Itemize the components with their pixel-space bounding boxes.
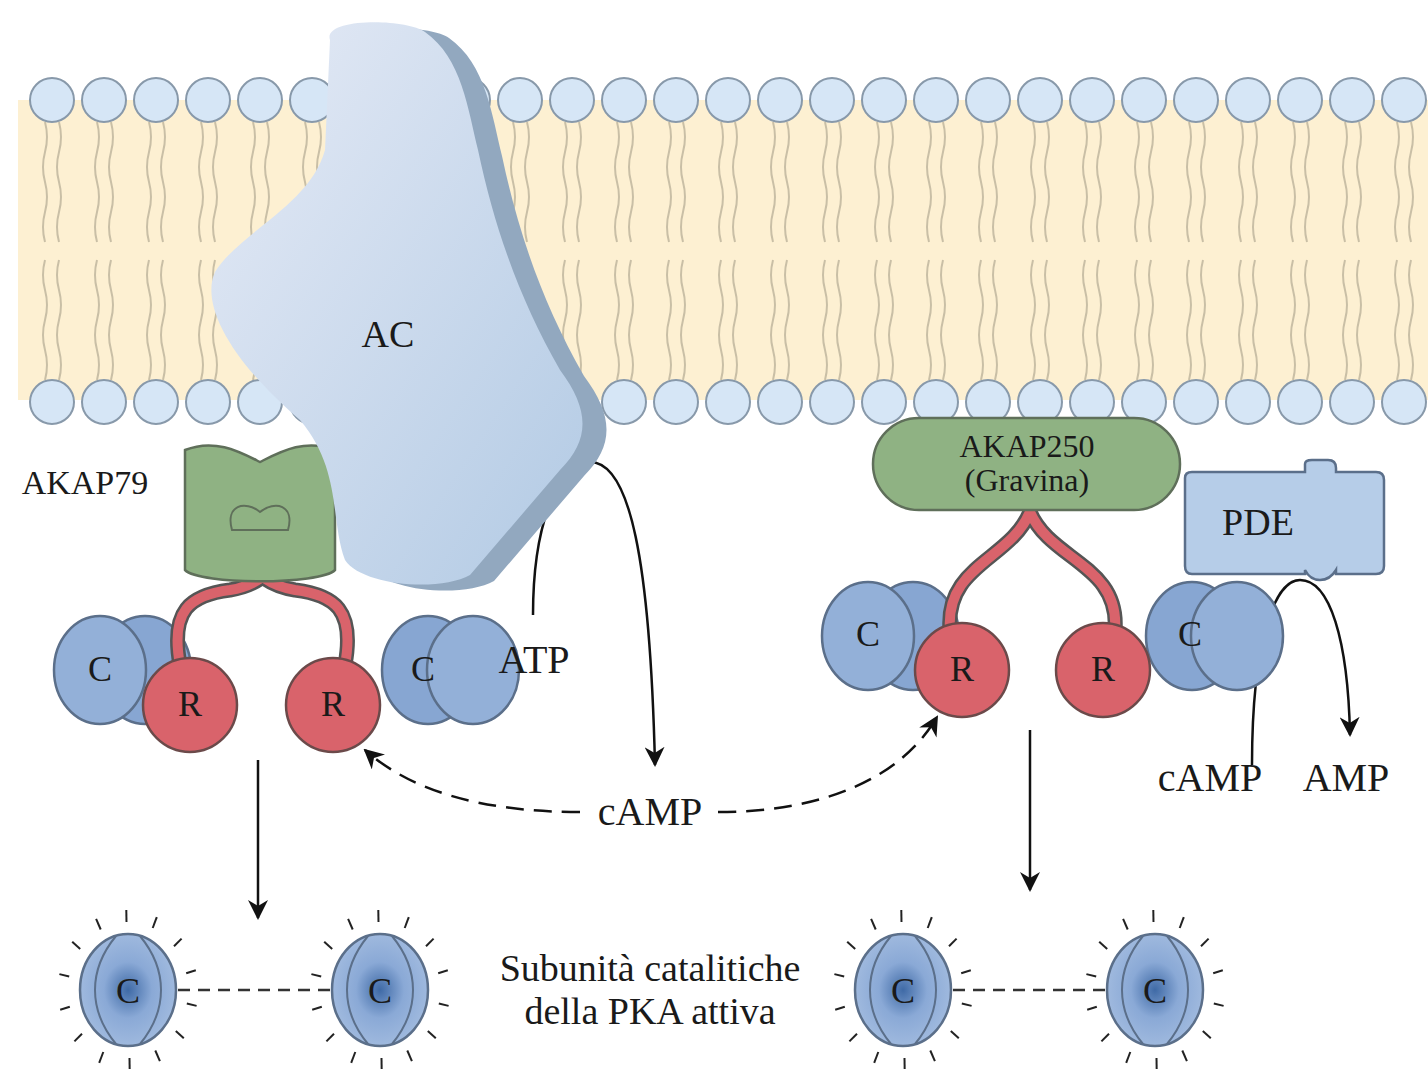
text-label: AMP [1303,756,1390,801]
node-label: R [178,686,202,724]
node-label: C [368,973,392,1011]
node-label: C [116,973,140,1011]
catalytic-subunit: C [1142,578,1287,693]
active-catalytic-subunit: C [53,910,203,1069]
text-label: cAMP [592,790,708,835]
node-label: AKAP250 (Gravina) [907,430,1147,497]
node-label: C [856,616,880,654]
node-label: C [1143,973,1167,1011]
dimer-link [953,989,1105,992]
camp-arrow [365,750,580,812]
adenylyl-cyclase-shape [190,15,610,605]
akap-anchor-shape [180,435,340,590]
active-catalytic-subunit: C [1080,910,1230,1069]
catalytic-subunit-shape [1142,578,1287,693]
node-label: R [1091,651,1115,689]
phosphodiesterase: PDE [1178,458,1390,582]
node-label: AC [362,315,415,355]
regulatory-subunit: R [912,620,1012,720]
release-arrow [257,760,260,918]
active-catalytic-subunit: C [828,910,978,1069]
node-label: C [1178,616,1202,654]
regulatory-subunit: R [140,655,240,755]
akap-anchor: AKAP250 (Gravina) [870,415,1183,513]
node-label: C [411,651,435,689]
node-label: C [88,651,112,689]
regulatory-subunit: R [1053,620,1153,720]
lipid-bilayer [18,100,1428,400]
active-catalytic-subunit: C [305,910,455,1069]
akap-anchor: AKAP79 [180,435,340,590]
node-label: AKAP79 [22,465,149,501]
adenylyl-cyclase: AC [190,15,610,605]
node-label: C [891,973,915,1011]
dimer-link [178,989,330,992]
camp-arrow [718,717,937,812]
text-label: Subunità catalitiche della PKA attiva [470,947,830,1032]
release-arrow [1029,730,1032,890]
node-label: PDE [1222,503,1294,543]
node-label: R [950,651,974,689]
node-label: R [321,686,345,724]
text-label: ATP [498,638,569,683]
regulatory-subunit: R [283,655,383,755]
text-label: cAMP [1158,756,1262,801]
